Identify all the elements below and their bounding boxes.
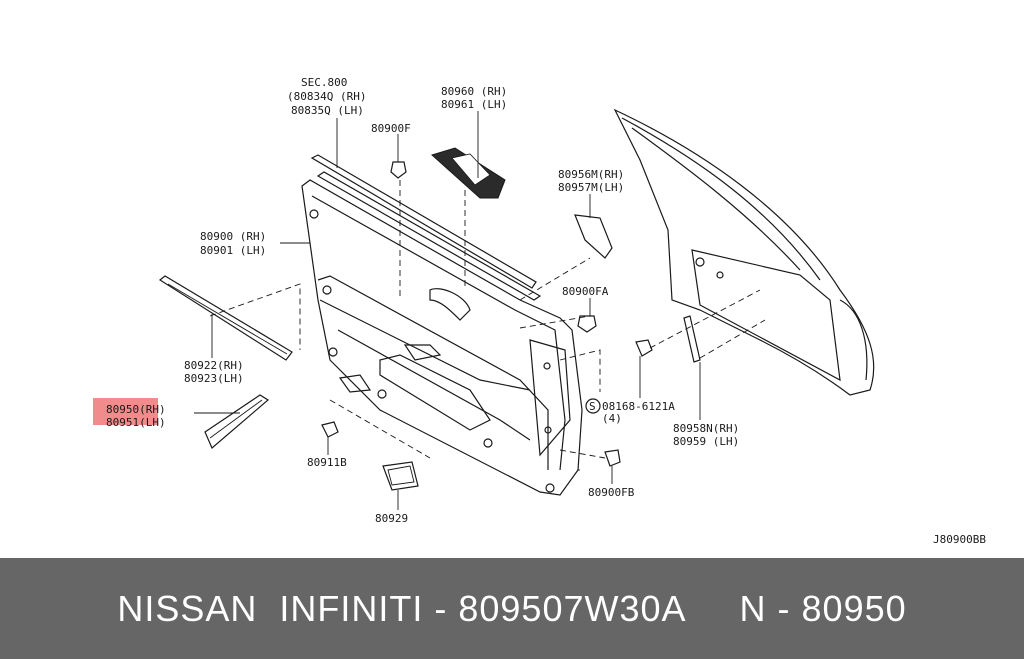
- upper-belt-strip: [310, 154, 542, 301]
- bracket: [574, 214, 613, 259]
- callout-80911b: 80911B: [307, 456, 347, 469]
- callout-80929: 80929: [375, 512, 408, 525]
- callout-80922: 80922(RH) 80923(LH): [184, 359, 250, 385]
- parts-diagram-svg: S SEC.800 (80834Q (RH) 80835Q (LH) 80900…: [93, 76, 986, 546]
- clip-80900fa: [577, 315, 597, 333]
- screw-80911b: [321, 421, 339, 438]
- callout-80956m: 80956M(RH) 80957M(LH): [558, 168, 631, 194]
- door-shell: [613, 108, 875, 396]
- footer-bar: NISSAN INFINITI - 809507W30A N - 80950: [0, 558, 1024, 659]
- callout-80960: 80960 (RH) 80961 (LH): [441, 85, 514, 111]
- drawing-code: J80900BB: [933, 533, 986, 546]
- callout-80958n: 80958N(RH) 80959 (LH): [673, 422, 746, 448]
- part-number-caption: NISSAN INFINITI - 809507W30A N - 80950: [117, 587, 907, 629]
- callout-80950: 80950(RH) 80951(LH): [106, 403, 172, 429]
- callout-08168: 08168-6121A (4): [602, 400, 681, 425]
- callout-80900fa: 80900FA: [562, 285, 609, 298]
- dashed-leaders: [209, 180, 766, 471]
- door-trim-panel: [301, 179, 583, 496]
- svg-text:S: S: [589, 400, 596, 413]
- parts-diagram: S SEC.800 (80834Q (RH) 80835Q (LH) 80900…: [93, 76, 987, 546]
- callout-sec800: SEC.800 (80834Q (RH) 80835Q (LH): [287, 76, 373, 117]
- s-symbol-icon: [585, 398, 601, 414]
- clip-80900f: [390, 152, 407, 179]
- handle-80929: [382, 461, 419, 491]
- callout-80900fb: 80900FB: [588, 486, 635, 499]
- callout-80900: 80900 (RH) 80901 (LH): [200, 230, 273, 257]
- callout-80900f: 80900F: [371, 122, 411, 135]
- clip-80900fb: [604, 449, 621, 467]
- screw-08168: [635, 339, 653, 357]
- highlighted-part-marker: [93, 398, 158, 425]
- trim-piece-80950: [204, 394, 270, 449]
- leader-lines: [194, 111, 701, 510]
